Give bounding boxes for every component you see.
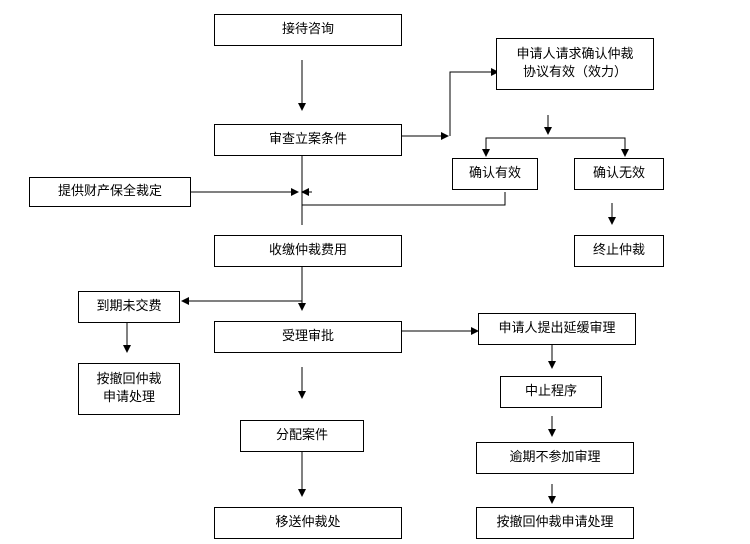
box-confirm-valid: 确认有效 <box>452 158 538 190</box>
apply-confirm-line1: 申请人请求确认仲裁 <box>516 47 634 62</box>
line-to-review-mid <box>302 192 506 206</box>
box-accept-approval: 受理审批 <box>214 321 402 353</box>
apply-confirm-line2: 协议有效（效力） <box>522 65 627 80</box>
box-terminate-arbitration: 终止仲裁 <box>574 235 664 267</box>
box-assign-case: 分配案件 <box>240 420 364 452</box>
arrow-branch-valid <box>485 137 626 154</box>
box-transfer: 移送仲裁处 <box>214 507 402 539</box>
box-apply-confirm-agreement: 申请人请求确认仲裁 协议有效（效力） <box>496 38 654 90</box>
box-suspend-procedure: 中止程序 <box>500 376 602 408</box>
box-consult: 接待咨询 <box>214 14 402 46</box>
box-collect-fee: 收缴仲裁费用 <box>214 235 402 267</box>
box-overdue-hearing: 逾期不参加审理 <box>476 442 634 474</box>
withdraw-left-line1: 按撤回仲裁 <box>96 372 162 387</box>
box-confirm-invalid: 确认无效 <box>574 158 664 190</box>
box-withdraw-final: 按撤回仲裁申请处理 <box>476 507 634 539</box>
box-withdraw-left: 按撤回仲裁 申请处理 <box>78 363 180 415</box>
box-preservation-ruling: 提供财产保全裁定 <box>29 177 191 207</box>
box-review-conditions: 审查立案条件 <box>214 124 402 156</box>
arrow-to-apply-confirm <box>449 68 499 136</box>
withdraw-left-line2: 申请处理 <box>102 390 155 405</box>
box-apply-delay: 申请人提出延缓审理 <box>478 313 636 345</box>
box-unpaid: 到期未交费 <box>78 291 180 323</box>
